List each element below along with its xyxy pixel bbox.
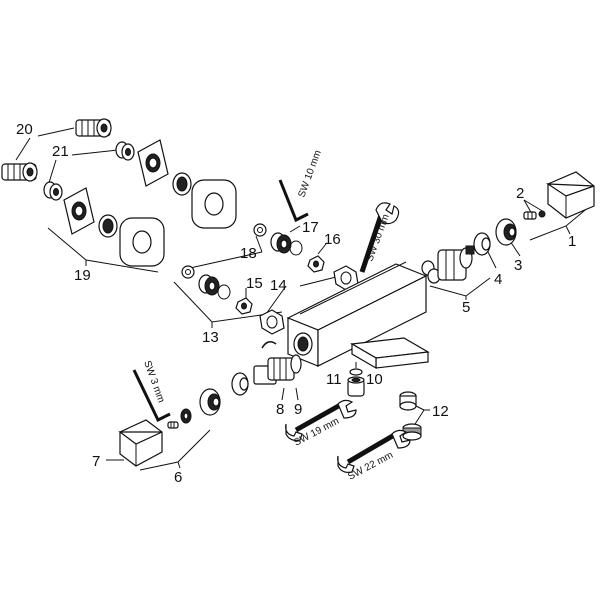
- callout-14: 14: [270, 277, 287, 294]
- flow-cartridge: [253, 340, 302, 385]
- stop-bush: [495, 218, 517, 246]
- aerator-housing-11: [347, 376, 365, 397]
- wall-plate-upper: [137, 139, 192, 196]
- callout-21: 21: [52, 143, 69, 160]
- handle-adapter: [180, 408, 192, 424]
- callout-9: 9: [294, 401, 302, 418]
- wrench-19mm: [285, 399, 357, 441]
- callout-3: 3: [514, 257, 522, 274]
- leader-lines: [15, 127, 591, 471]
- flow-ring: [231, 372, 249, 396]
- retaining-ring: [473, 232, 491, 256]
- callout-4: 4: [494, 271, 502, 288]
- nipple-upper: [115, 141, 135, 161]
- nipple-lower: [43, 181, 63, 201]
- callout-20: 20: [16, 121, 33, 138]
- check-valve-upper: [270, 232, 303, 256]
- washer-lower: [181, 265, 195, 279]
- threaded-connector-upper: [75, 118, 112, 138]
- check-valve-lower: [198, 274, 231, 300]
- callout-11: 11: [326, 371, 342, 388]
- tool-label-sw10: SW 10 mm: [296, 149, 323, 199]
- allen-key-3mm: [132, 369, 171, 423]
- callout-7: 7: [92, 453, 100, 470]
- callout-5: 5: [462, 299, 470, 316]
- callout-12: 12: [432, 403, 449, 420]
- union-nut-lower: [259, 309, 285, 335]
- flow-handle: [118, 419, 163, 467]
- cover-rosette-upper: [191, 179, 237, 229]
- wrench-22mm: [337, 429, 411, 473]
- callout-1: 1: [568, 233, 576, 250]
- threaded-connector-lower: [1, 162, 38, 182]
- washer-upper: [253, 223, 267, 237]
- screw-2: [523, 210, 546, 220]
- callout-19: 19: [74, 267, 91, 284]
- callout-2: 2: [516, 185, 524, 202]
- grub-screw: [167, 421, 179, 429]
- temperature-handle: [545, 171, 595, 219]
- allen-key-10mm: [278, 179, 309, 223]
- callout-numbers: 1 2 3 4 5 6 7 8 9 10 11 12 13 14 15 16 1…: [16, 121, 576, 486]
- wall-plate-lower: [63, 187, 118, 238]
- callout-13: 13: [202, 329, 219, 346]
- small-nut-15: [235, 297, 253, 315]
- callout-8: 8: [276, 401, 284, 418]
- callout-17: 17: [302, 219, 319, 236]
- cover-rosette-lower: [119, 217, 165, 267]
- flow-bush: [199, 388, 221, 416]
- aerator-ring-10: [349, 368, 363, 376]
- tool-label-sw3: SW 3 mm: [141, 359, 166, 404]
- callout-18: 18: [240, 245, 257, 262]
- wrench-30mm: [359, 202, 400, 273]
- tool-label-sw30: SW 30 mm: [364, 213, 391, 263]
- callout-16: 16: [324, 231, 341, 248]
- callout-10: 10: [366, 371, 383, 388]
- small-nut-16: [307, 255, 325, 273]
- callout-6: 6: [174, 469, 182, 486]
- thermo-cartridge: [421, 245, 475, 284]
- aerator-set: [399, 391, 422, 441]
- callout-15: 15: [246, 275, 263, 292]
- thermostat-body: [286, 261, 430, 370]
